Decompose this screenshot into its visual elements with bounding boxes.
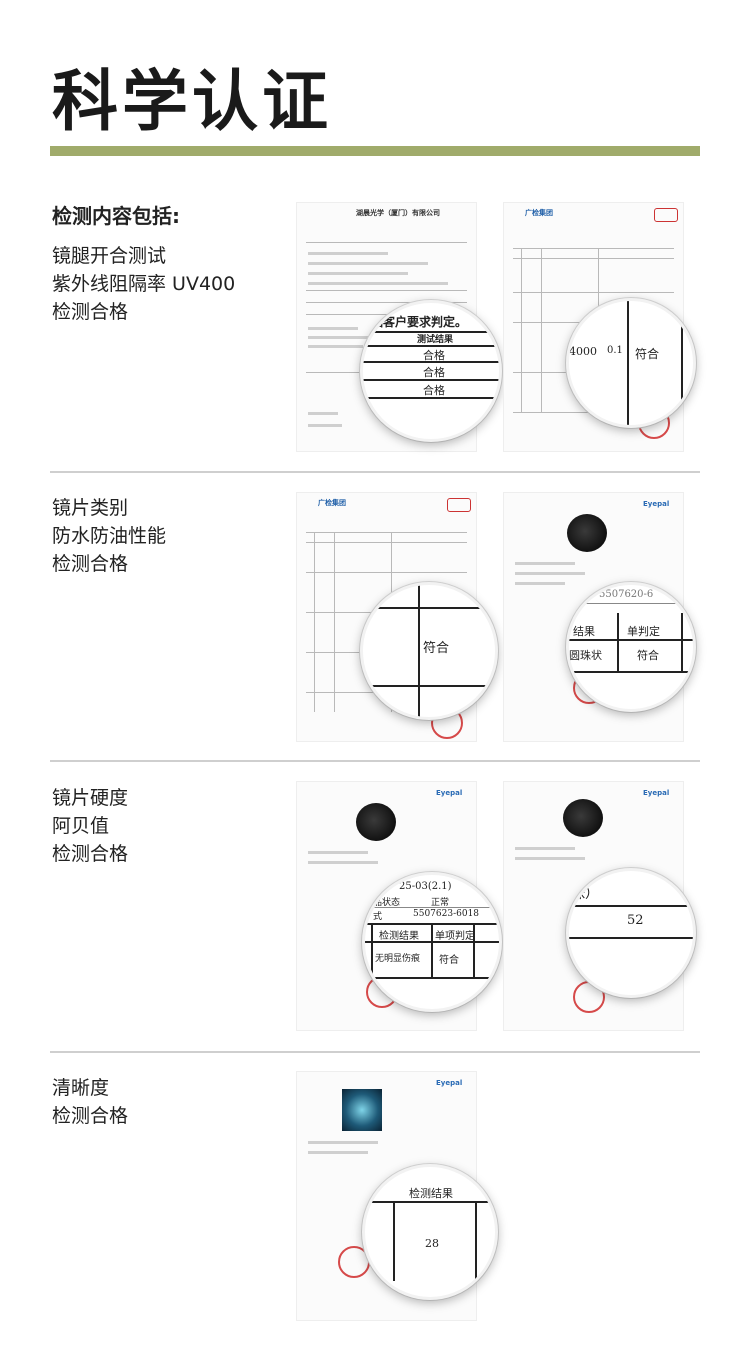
mag-col: 检测结果: [409, 1187, 453, 1200]
section-4-text: 清晰度 检测合格: [52, 1074, 128, 1130]
mag-label: 珠）: [571, 886, 599, 902]
page-title: 科学认证: [52, 63, 332, 140]
report-header: 广检集团: [318, 499, 346, 507]
mag-result: 无明显伤痕: [375, 954, 421, 964]
magnifier-6: 珠） 52: [566, 868, 696, 998]
section-3-line-1: 镜片硬度: [52, 787, 129, 809]
magnifier-2: 4000 0.1 符合: [566, 298, 696, 428]
accent-bar: [50, 146, 700, 156]
section-1-line-3: 检测合格: [52, 301, 129, 323]
section-1-line-1: 镜腿开合测试: [52, 245, 167, 267]
mag-row-3: 合格: [423, 384, 445, 397]
mag-status-value: 正常: [431, 898, 450, 908]
mag-col-2: 单项判定: [435, 931, 475, 942]
mag-value: 4000: [569, 345, 597, 358]
mag-col-header: 测试结果: [417, 335, 454, 345]
magnifier-5: 25-03(2.1) 品状态 正常 式 5507623-6018 检测结果 单项…: [362, 872, 502, 1012]
mag-verdict: 符合: [637, 649, 659, 662]
report-header: Eyepal: [436, 789, 463, 797]
section-1-text: 检测内容包括: 镜腿开合测试 紫外线阻隔率 UV400 检测合格: [52, 202, 235, 326]
report-header: Eyepal: [643, 789, 670, 797]
mag-title: 据客户要求判定。: [371, 315, 468, 329]
section-4-line-1: 清晰度: [52, 1077, 110, 1099]
section-3-line-3: 检测合格: [52, 843, 129, 865]
section-4-line-2: 检测合格: [52, 1105, 129, 1127]
magnifier-1: 据客户要求判定。 测试结果 合格 合格 合格: [360, 300, 502, 442]
section-1-heading: 检测内容包括:: [52, 204, 180, 228]
mag-verdict: 符合: [423, 641, 450, 656]
mag-code-label: 式: [373, 912, 383, 922]
section-1-line-2: 紫外线阻隔率 UV400: [52, 273, 236, 295]
divider: [50, 760, 700, 762]
mag-col-2: 单判定: [627, 625, 660, 638]
magnifier-7: 检测结果 28: [362, 1164, 498, 1300]
mag-value: 52: [627, 913, 644, 928]
mag-col-1: 结果: [573, 625, 595, 638]
mag-verdict: 符合: [635, 347, 660, 361]
magnifier-4: 5507620-6 结果 单判定 圆珠状 符合: [566, 582, 696, 712]
report-header: Eyepal: [643, 500, 670, 508]
mag-row-1: 合格: [423, 349, 445, 362]
section-2-line-1: 镜片类别: [52, 497, 129, 519]
section-2-line-3: 检测合格: [52, 553, 129, 575]
report-header: 广检集团: [525, 209, 553, 217]
divider: [50, 1051, 700, 1053]
mag-value: 28: [425, 1237, 439, 1250]
mag-value-2: 0.1: [607, 345, 623, 356]
divider: [50, 471, 700, 473]
section-3-line-2: 阿贝值: [52, 815, 110, 837]
section-2-text: 镜片类别 防水防油性能 检测合格: [52, 494, 166, 578]
magnifier-3: 符合: [360, 582, 498, 720]
section-3-text: 镜片硬度 阿贝值 检测合格: [52, 784, 128, 868]
mag-code-value: 5507623-6018: [413, 909, 480, 919]
mag-col-1: 检测结果: [379, 931, 419, 942]
report-header: 湖晨光学（厦门）有限公司: [356, 209, 440, 217]
mag-code: 5507620-6: [599, 589, 654, 600]
section-2-line-2: 防水防油性能: [52, 525, 167, 547]
mag-status-label: 品状态: [373, 898, 401, 908]
mag-row-label: 圆珠状: [569, 649, 602, 662]
mag-line-1: 25-03(2.1): [399, 881, 452, 892]
mag-row-2: 合格: [423, 366, 445, 379]
report-header: Eyepal: [436, 1079, 463, 1087]
mag-verdict: 符合: [439, 955, 459, 966]
